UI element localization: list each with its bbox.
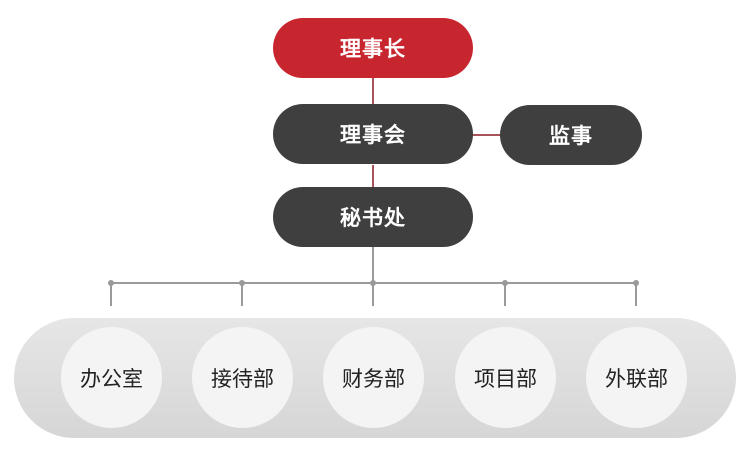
junction-dot-outreach [633,280,639,286]
chairman-node: 理事长 [273,18,473,78]
junction-dot-office [108,280,114,286]
department-outreach: 外联部 [586,327,687,428]
secretariat-node: 秘书处 [273,187,473,247]
supervisor-node: 监事 [500,105,642,165]
department-finance: 财务部 [323,327,424,428]
department-outreach-label: 外联部 [605,366,668,391]
chairman-label: 理事长 [340,37,406,61]
secretariat-label: 秘书处 [340,206,406,230]
junction-dot-projects [502,280,508,286]
department-drops [110,283,637,306]
supervisor-label: 监事 [549,124,593,148]
junction-dot-reception [239,280,245,286]
board-node: 理事会 [273,104,473,164]
department-reception: 接待部 [192,327,293,428]
board-label: 理事会 [340,123,406,147]
department-reception-label: 接待部 [211,366,274,391]
department-office: 办公室 [61,327,162,428]
junction-dots [108,280,639,286]
department-office-label: 办公室 [80,366,143,391]
junction-dot-finance [370,280,376,286]
department-projects: 项目部 [455,327,556,428]
department-projects-label: 项目部 [474,366,537,391]
department-finance-label: 财务部 [342,366,405,391]
